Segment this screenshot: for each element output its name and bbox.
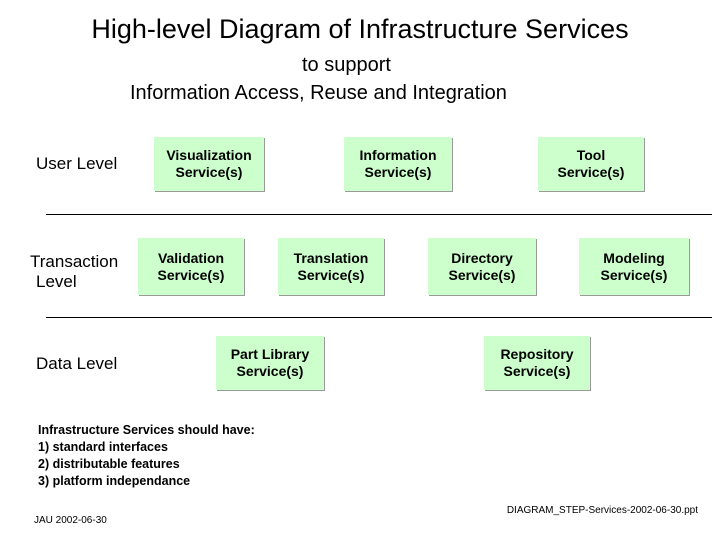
service-part-library-name: Part Library <box>230 346 310 362</box>
notes-heading: Infrastructure Services should have: <box>38 423 255 437</box>
service-directory-suffix: Service(s) <box>448 266 516 283</box>
notes-item-1: 1) standard interfaces <box>38 440 168 454</box>
service-repository-suffix: Service(s) <box>503 363 571 379</box>
service-box-information: Information Service(s) <box>344 137 452 191</box>
service-box-visualization: Visualization Service(s) <box>154 137 264 191</box>
level-label-data: Data Level <box>36 354 118 373</box>
notes-item-3: 3) platform independance <box>38 474 191 488</box>
service-directory-name: Directory <box>451 249 513 266</box>
subtitle-line2: Information Access, Reuse and Integratio… <box>130 82 507 104</box>
level-label-transaction: Transaction Level <box>30 252 118 292</box>
service-box-translation: Translation Service(s) <box>278 238 384 295</box>
level-label-transaction-line1: Transaction <box>30 252 119 271</box>
service-visualization-suffix: Service(s) <box>175 164 243 180</box>
notes-item-2: 2) distributable features <box>38 457 180 471</box>
service-box-modeling: Modeling Service(s) <box>579 238 689 295</box>
service-information-name: Information <box>359 147 437 163</box>
service-tool-name: Tool <box>576 147 606 163</box>
service-validation-suffix: Service(s) <box>157 266 225 283</box>
service-box-validation: Validation Service(s) <box>138 238 244 295</box>
service-translation-suffix: Service(s) <box>297 266 365 283</box>
service-box-repository: Repository Service(s) <box>484 336 590 390</box>
service-translation-name: Translation <box>293 249 369 266</box>
service-tool-suffix: Service(s) <box>557 164 625 180</box>
service-visualization-name: Visualization <box>166 147 252 163</box>
level-label-user: User Level <box>36 154 118 173</box>
footer-filename: DIAGRAM_STEP-Services-2002-06-30.ppt <box>506 505 698 516</box>
diagram-title: High-level Diagram of Infrastructure Ser… <box>91 14 629 44</box>
service-information-suffix: Service(s) <box>364 164 432 180</box>
service-validation-name: Validation <box>157 249 225 266</box>
requirements-notes: Infrastructure Services should have: 1) … <box>38 422 255 490</box>
service-repository-name: Repository <box>500 346 574 362</box>
service-box-directory: Directory Service(s) <box>428 238 536 295</box>
level-label-transaction-line2: Level <box>36 272 77 291</box>
service-modeling-name: Modeling <box>603 249 665 266</box>
service-box-part-library: Part Library Service(s) <box>216 336 324 390</box>
footer-author-date: JAU 2002-06-30 <box>34 515 107 526</box>
divider-user-transaction <box>46 214 712 215</box>
service-part-library-suffix: Service(s) <box>236 363 304 379</box>
divider-transaction-data <box>46 317 712 318</box>
service-modeling-suffix: Service(s) <box>600 266 668 283</box>
service-box-tool: Tool Service(s) <box>538 137 644 191</box>
subtitle-line1: to support <box>302 54 391 76</box>
